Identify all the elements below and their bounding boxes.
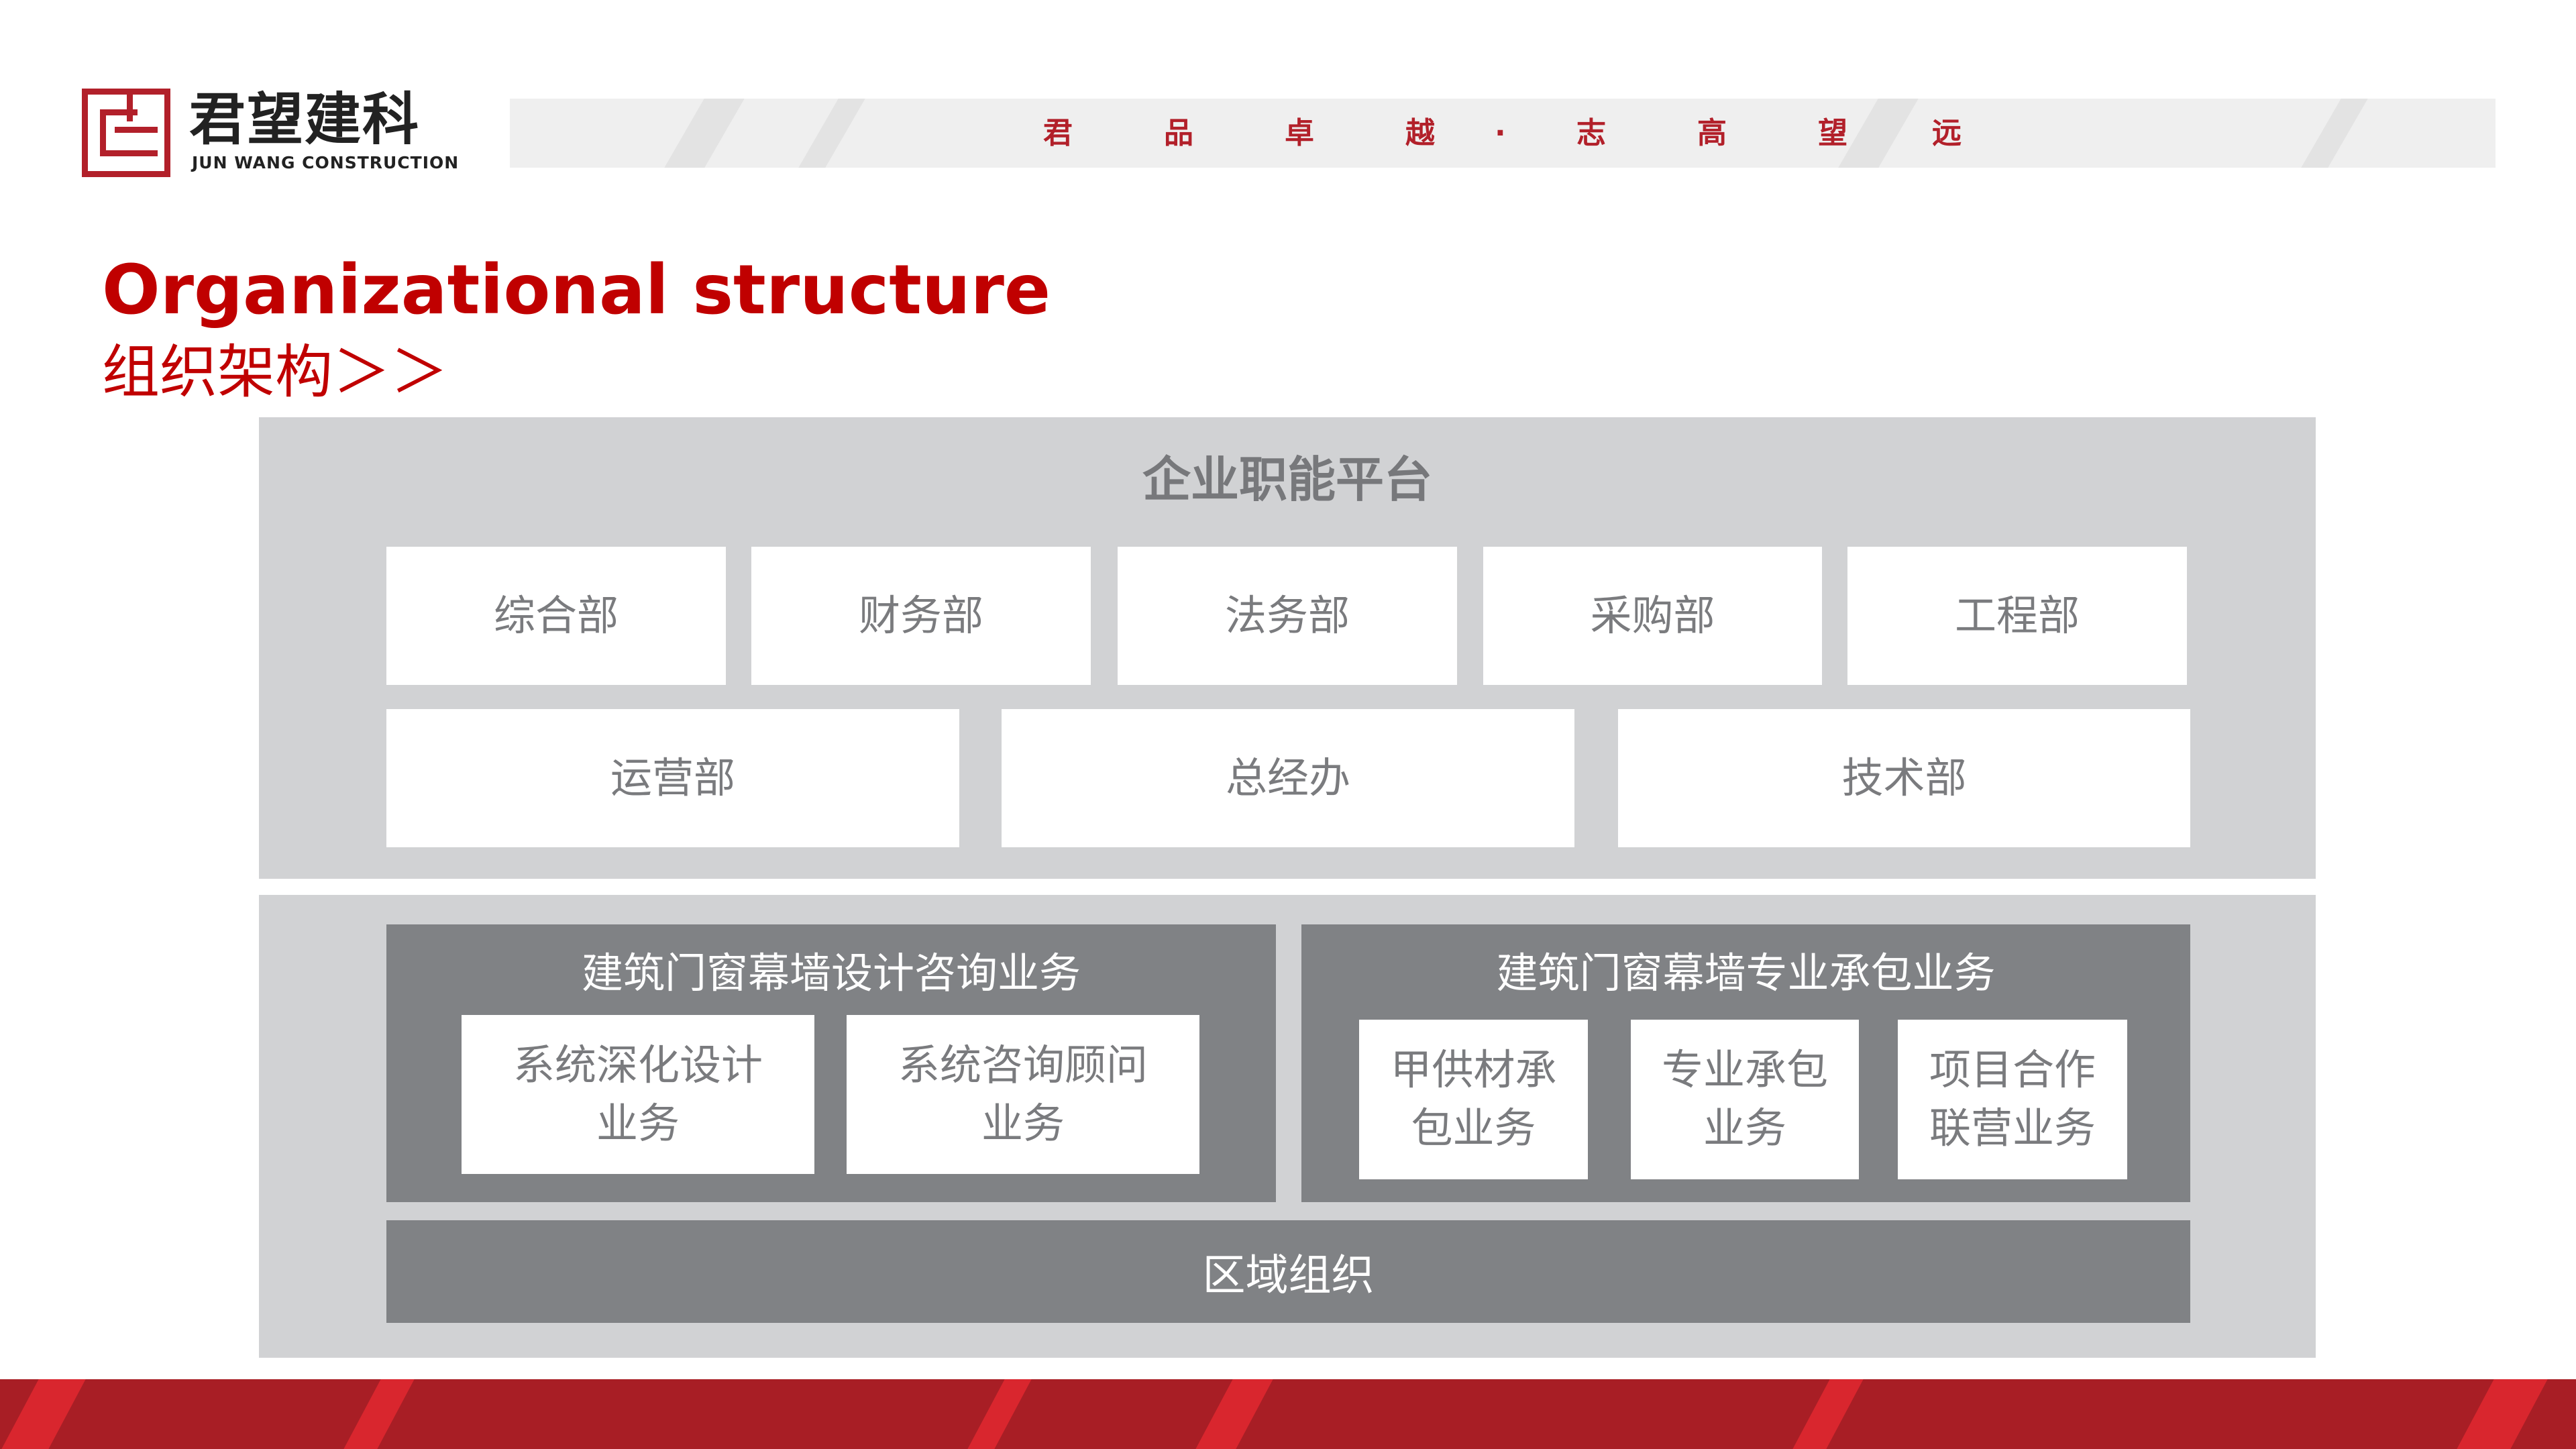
page-title-cn: 组织架构＞＞: [102, 339, 448, 406]
dept-box: 综合部: [386, 547, 726, 685]
slogan-char: 望: [1818, 116, 1847, 150]
dept-box: 运营部: [386, 709, 959, 847]
design-consulting-title: 建筑门窗幕墙设计咨询业务: [581, 949, 1081, 998]
slogan-char: 高: [1697, 116, 1727, 150]
slogan-dot: ·: [1495, 116, 1506, 150]
page-title-en: Organizational structure: [102, 250, 1051, 330]
dept-box: 采购部: [1483, 547, 1822, 685]
slogan-char: 卓: [1285, 116, 1314, 150]
slogan-char: 品: [1164, 116, 1193, 150]
dept-box: 工程部: [1847, 547, 2187, 685]
brand-name-en: JUN WANG CONSTRUCTION: [192, 153, 460, 172]
business-box: 系统咨询顾问业务: [847, 1015, 1199, 1174]
brand-logo-mark: [82, 89, 170, 177]
brand-name-cn: 君望建科: [189, 87, 421, 152]
dept-box: 总经办: [1002, 709, 1574, 847]
platform-title: 企业职能平台: [1142, 451, 1432, 508]
business-box: 项目合作联营业务: [1898, 1020, 2127, 1179]
dept-box: 技术部: [1618, 709, 2190, 847]
slogan-bar: 君 品 卓 越 · 志 高 望 远: [510, 99, 2496, 168]
footer-band: [0, 1379, 2576, 1449]
business-box: 甲供材承包业务: [1359, 1020, 1588, 1179]
slogan-char: 君: [1043, 116, 1073, 150]
dept-box: 法务部: [1118, 547, 1457, 685]
dept-box: 财务部: [751, 547, 1091, 685]
business-box: 系统深化设计业务: [462, 1015, 814, 1174]
professional-contracting-title: 建筑门窗幕墙专业承包业务: [1496, 949, 1996, 998]
slogan-char: 越: [1405, 116, 1435, 150]
regional-organization-box: 区域组织: [386, 1220, 2190, 1323]
slogan-char: 远: [1932, 116, 1962, 150]
slogan-char: 志: [1576, 116, 1606, 150]
business-box: 专业承包业务: [1631, 1020, 1859, 1179]
